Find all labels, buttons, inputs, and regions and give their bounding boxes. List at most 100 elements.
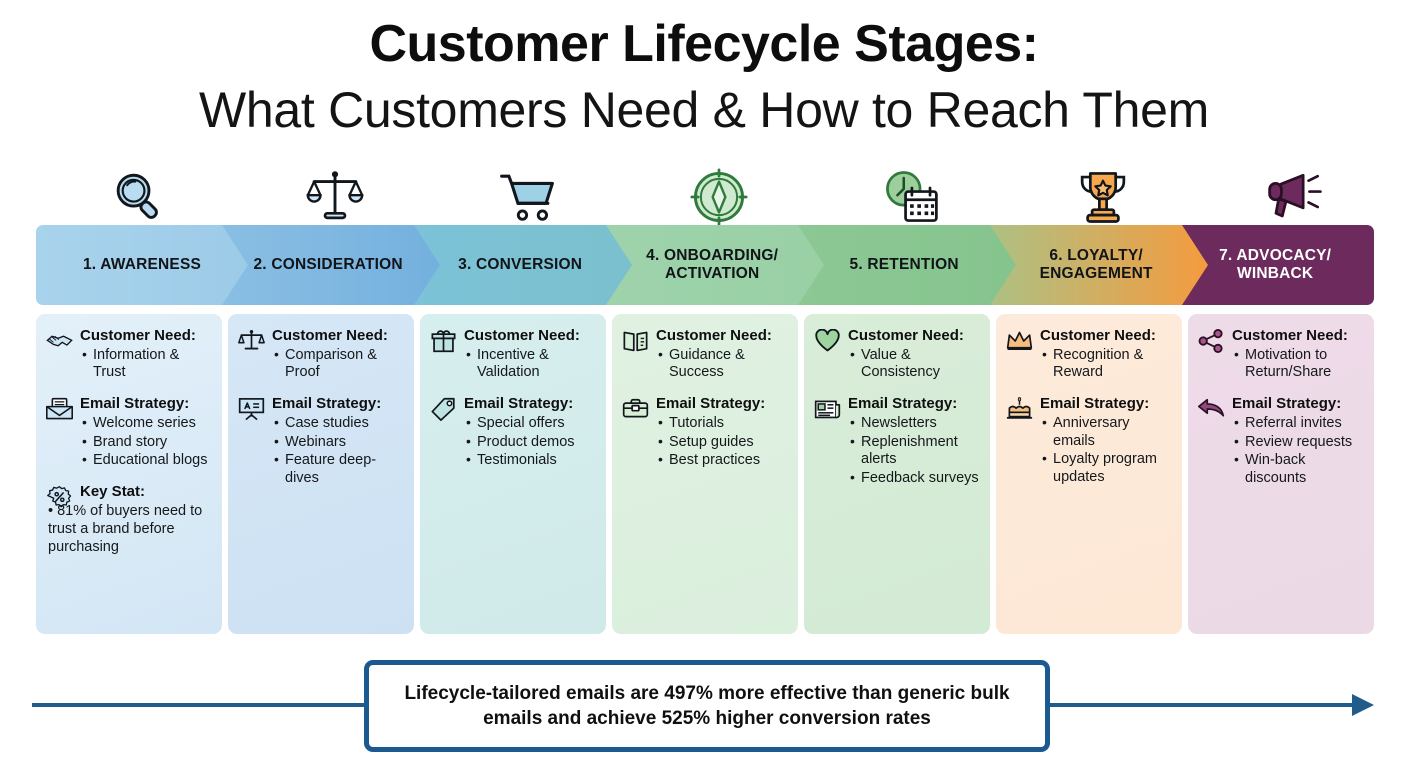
stage-banner-label-3[interactable]: 3. CONVERSION	[458, 256, 583, 274]
card-bullet: Value & Consistency	[848, 346, 980, 382]
card-bullet: Special offers	[464, 414, 596, 433]
card-section-heading: Email Strategy:	[1040, 395, 1150, 413]
card-bullet-list: Recognition & Reward	[1040, 346, 1172, 382]
card-bullet-list: Guidance & Success	[656, 346, 788, 382]
card-section: Customer Need:Comparison & Proof	[236, 327, 404, 382]
card-section-body: Customer Need: Value & Consistency	[848, 327, 980, 382]
card-bullet: Product demos	[464, 433, 596, 452]
card-bullet-list: Value & Consistency	[848, 346, 980, 382]
clock-calendar-icon	[863, 166, 959, 226]
card-bullet: Feedback surveys	[848, 469, 980, 488]
envelope-document-icon	[44, 397, 74, 423]
stage-banner-label-4[interactable]: 4. ONBOARDING/ACTIVATION	[646, 247, 779, 282]
stage-card-5: Customer Need: Value & Consistency Email …	[804, 314, 990, 634]
callout-text: Lifecycle-tailored emails are 497% more …	[404, 682, 1010, 729]
card-bullet-list: Comparison & Proof	[272, 346, 404, 382]
card-bullet: Recognition & Reward	[1040, 346, 1172, 382]
card-bullet-list: Information & Trust	[80, 346, 212, 382]
card-bullet: Best practices	[656, 451, 788, 470]
share-nodes-icon	[1196, 329, 1226, 355]
card-bullet-list: Anniversary emailsLoyalty program update…	[1040, 414, 1172, 487]
card-section-body: Email Strategy:Special offersProduct dem…	[464, 395, 596, 470]
toolbox-icon	[620, 397, 650, 423]
stage-banner-label-1[interactable]: 1. AWARENESS	[82, 256, 202, 274]
balance-scale-small-icon	[236, 329, 266, 355]
card-section: Customer Need: Information & Trust	[44, 327, 212, 382]
card-bullet-list: Motivation to Return/Share	[1232, 346, 1364, 382]
stage-card-7: Customer Need: Motivation to Return/Share…	[1188, 314, 1374, 634]
stage-detail-cards: Customer Need: Information & Trust Email …	[36, 314, 1374, 634]
price-tag-icon	[428, 397, 458, 423]
lifecycle-stage-banner: 1. AWARENESS 2. CONSIDERATION 3. CONVERSIO…	[36, 225, 1374, 305]
stage-banner-label-7[interactable]: 7. ADVOCACY/WINBACK	[1219, 247, 1332, 282]
card-bullet: Welcome series	[80, 414, 212, 433]
stage-card-2: Customer Need:Comparison & Proof Email S…	[228, 314, 414, 634]
card-section-body: Customer Need:Comparison & Proof	[272, 327, 404, 382]
birthday-cake-icon	[1004, 397, 1034, 423]
card-section-body: Email Strategy:Anniversary emailsLoyalty…	[1040, 395, 1172, 487]
curved-back-arrow-icon	[1196, 397, 1226, 423]
stage-chevron-6[interactable]: 6. LOYALTY/ENGAGEMENT	[970, 225, 1208, 305]
card-bullet: Educational blogs	[80, 451, 212, 470]
stage-card-3: Customer Need:Incentive & Validation Ema…	[420, 314, 606, 634]
card-section-body: Customer Need: Information & Trust	[80, 327, 212, 382]
card-section-heading: Customer Need:	[848, 327, 964, 344]
card-bullet: Anniversary emails	[1040, 414, 1172, 450]
key-statistic-callout: Lifecycle-tailored emails are 497% more …	[364, 660, 1050, 752]
crown-icon	[1004, 329, 1034, 355]
card-section-body: Customer Need:Incentive & Validation	[464, 327, 596, 382]
presentation-board-icon	[236, 397, 266, 423]
card-section-heading: Customer Need:	[80, 327, 196, 344]
stage-banner-label-6[interactable]: 6. LOYALTY/ENGAGEMENT	[1039, 247, 1153, 282]
card-bullet-list: • 81% of buyers need to trust a brand be…	[48, 503, 212, 557]
newspaper-icon	[812, 397, 842, 423]
card-section: Email Strategy:Special offersProduct dem…	[428, 395, 596, 470]
card-section-heading: Customer Need:	[1232, 327, 1348, 344]
card-section: Email Strategy:Case studiesWebinarsFeatu…	[236, 395, 404, 488]
card-section-heading: Key Stat:	[80, 483, 146, 501]
card-section: Customer Need: Recognition & Reward	[1004, 327, 1172, 382]
card-bullet: Motivation to Return/Share	[1232, 346, 1364, 382]
card-section: Email Strategy:Referral invitesReview re…	[1196, 395, 1364, 488]
card-bullet: Incentive & Validation	[464, 346, 596, 382]
card-bullet: Newsletters	[848, 414, 980, 433]
megaphone-icon	[1247, 166, 1343, 226]
balance-scale-icon	[287, 166, 383, 226]
percent-badge-icon	[44, 485, 74, 511]
card-section-heading: Email Strategy:	[848, 395, 958, 413]
card-bullet: Information & Trust	[80, 346, 212, 382]
card-bullet: Guidance & Success	[656, 346, 788, 382]
card-section: Customer Need: Value & Consistency	[812, 327, 980, 382]
magnifying-glass-icon	[91, 166, 187, 226]
stage-banner-label-5[interactable]: 5. RETENTION	[849, 256, 959, 274]
card-section-heading: Email Strategy:	[272, 395, 382, 413]
card-bullet-list: Referral invitesReview requestsWin-back …	[1232, 414, 1364, 488]
card-bullet-list: NewslettersReplenishment alertsFeedback …	[848, 414, 980, 488]
card-bullet: Comparison & Proof	[272, 346, 404, 382]
card-section: Email Strategy:NewslettersReplenishment …	[812, 395, 980, 488]
card-bullet-list: Welcome seriesBrand storyEducational blo…	[80, 414, 212, 470]
card-bullet: Feature deep-dives	[272, 451, 404, 487]
stage-card-1: Customer Need: Information & Trust Email …	[36, 314, 222, 634]
title-line-1: Customer Lifecycle Stages:	[369, 15, 1039, 73]
stage-chevron-1[interactable]: 1. AWARENESS	[36, 225, 248, 305]
card-bullet: Win-back discounts	[1232, 451, 1364, 487]
card-bullet-list: Special offersProduct demosTestimonials	[464, 414, 596, 470]
card-bullet: Setup guides	[656, 433, 788, 452]
stage-banner-label-2[interactable]: 2. CONSIDERATION	[253, 256, 403, 274]
card-section-body: Customer Need: Recognition & Reward	[1040, 327, 1172, 382]
card-bullet: Loyalty program updates	[1040, 450, 1172, 486]
compass-icon	[671, 166, 767, 226]
card-bullet: Brand story	[80, 433, 212, 452]
card-section-body: Key Stat: • 81% of buyers need to trust a…	[48, 483, 212, 557]
card-section-heading: Email Strategy:	[80, 395, 190, 413]
stage-card-6: Customer Need: Recognition & Reward Email…	[996, 314, 1182, 634]
card-section: Customer Need:Incentive & Validation	[428, 327, 596, 382]
card-bullet-list: Case studiesWebinarsFeature deep-dives	[272, 414, 404, 488]
stage-chevron-2[interactable]: 2. CONSIDERATION	[202, 225, 440, 305]
card-section: Customer Need:Guidance & Success	[620, 327, 788, 382]
card-section-heading: Customer Need:	[1040, 327, 1156, 344]
page-title: Customer Lifecycle Stages: What Customer…	[0, 18, 1408, 138]
card-section-heading: Email Strategy:	[1232, 395, 1342, 413]
card-section-body: Email Strategy:NewslettersReplenishment …	[848, 395, 980, 488]
